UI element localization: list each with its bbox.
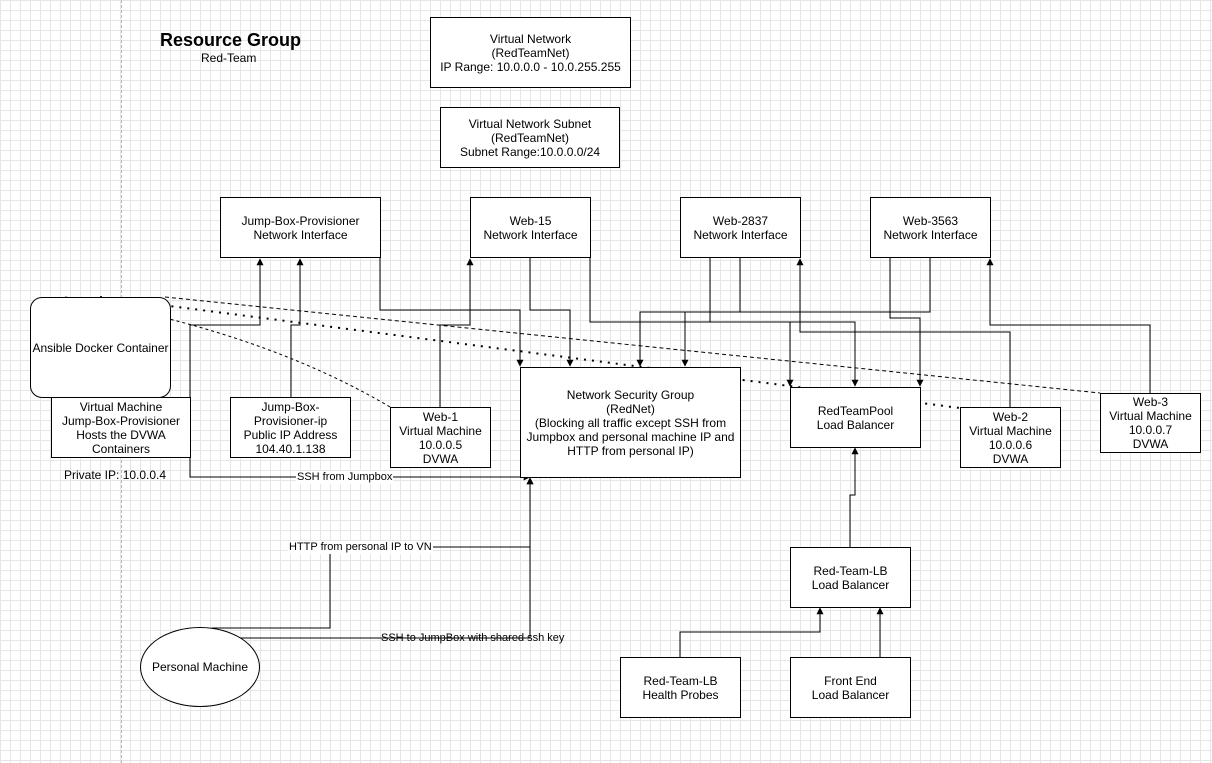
web2837-nic-box[interactable]: Web-2837 Network Interface: [680, 197, 801, 258]
web3563-nic-to-nsg-link: [681, 258, 931, 367]
ansible-to-web3-link: [164, 296, 1101, 394]
node-line: (RedNet): [606, 401, 655, 416]
page-title: Resource Group: [160, 30, 302, 50]
node-line: Network Security Group: [566, 387, 695, 402]
node-line: 104.40.1.138: [255, 441, 326, 456]
node-line: (RedTeamNet): [490, 130, 570, 145]
node-line: Red-Team-LB: [643, 673, 718, 688]
node-line: DVWA: [992, 451, 1029, 466]
web3-vm-box[interactable]: Web-3 Virtual Machine 10.0.0.7 DVWA: [1100, 393, 1201, 453]
http-personal-label: HTTP from personal IP to VN: [288, 541, 433, 554]
virtual-network-box[interactable]: Virtual Network (RedTeamNet) IP Range: 1…: [430, 17, 631, 88]
node-line: Jump-Box-: [261, 399, 320, 414]
jb-nic-to-nsg-link: [379, 258, 524, 367]
node-line: Virtual Machine: [399, 423, 482, 438]
ssh-to-jumpbox-link: [230, 477, 534, 639]
page-subtitle: Red-Team: [201, 51, 257, 65]
web2837-nic-to-pool-link: [709, 258, 794, 387]
ansible-container-box[interactable]: Ansible Docker Container: [30, 297, 171, 398]
network-security-group-box[interactable]: Network Security Group (RedNet) (Blockin…: [520, 367, 741, 478]
node-line: Front End: [824, 673, 877, 688]
node-line: DVWA: [422, 451, 459, 466]
node-line: Hosts the DVWA: [76, 427, 166, 442]
personal-machine-node[interactable]: Personal Machine: [140, 627, 260, 707]
node-line: Ansible Docker Container: [32, 340, 169, 355]
ssh-from-jumpbox-link: [189, 473, 531, 481]
web15-nic-box[interactable]: Web-15 Network Interface: [470, 197, 591, 258]
node-line: Web-15: [509, 213, 552, 228]
ssh-to-jumpbox-label: SSH to JumpBox with shared ssh key: [381, 632, 565, 644]
jump-box-vm-box[interactable]: Virtual Machine Jump-Box-Provisioner Hos…: [51, 397, 191, 458]
node-line: 10.0.0.6: [988, 437, 1033, 452]
node-line: Virtual Network: [489, 31, 572, 46]
node-line: Provisioner-ip: [253, 413, 328, 428]
health-probes-box[interactable]: Red-Team-LB Health Probes: [620, 657, 741, 718]
node-line: Load Balancer: [811, 687, 890, 702]
web1-vm-box[interactable]: Web-1 Virtual Machine 10.0.0.5 DVWA: [390, 407, 491, 468]
redteampool-lb-box[interactable]: RedTeamPool Load Balancer: [790, 387, 921, 448]
node-line: Red-Team-LB: [813, 563, 888, 578]
node-line: Web-2: [992, 409, 1029, 424]
web2-vm-box[interactable]: Web-2 Virtual Machine 10.0.0.6 DVWA: [960, 407, 1061, 468]
web3563-nic-box[interactable]: Web-3563 Network Interface: [870, 197, 991, 258]
node-line: (RedTeamNet): [491, 45, 570, 60]
web3-to-web3563-nic-link: [986, 258, 1151, 393]
node-line: Health Probes: [642, 687, 719, 702]
ssh-from-jumpbox-label: SSH from Jumpbox: [296, 471, 394, 484]
node-line: Web-3563: [902, 213, 959, 228]
node-line: Jump-Box-Provisioner: [241, 213, 360, 228]
node-line: Network Interface: [883, 227, 978, 242]
node-line: Subnet Range:10.0.0.0/24: [459, 144, 601, 159]
node-line: Web-1: [422, 409, 459, 424]
node-line: DVWA: [1132, 437, 1169, 451]
node-line: Load Balancer: [816, 417, 895, 432]
private-ip-label: Private IP: 10.0.0.4: [64, 468, 167, 482]
node-line: HTTP from personal IP): [567, 443, 694, 458]
jump-box-nic-box[interactable]: Jump-Box-Provisioner Network Interface: [220, 197, 381, 258]
node-line: Load Balancer: [811, 577, 890, 592]
lb-to-pool-link: [849, 447, 859, 547]
jump-box-public-ip-box[interactable]: Jump-Box- Provisioner-ip Public IP Addre…: [230, 397, 351, 458]
node-line: Network Interface: [693, 227, 788, 242]
node-line: Public IP Address: [243, 427, 338, 442]
node-line: Web-3: [1132, 395, 1169, 409]
ansible-to-web2-link: [99, 296, 961, 409]
node-line: IP Range: 10.0.0.0 - 10.0.255.255: [440, 59, 621, 74]
web15-nic-to-nsg-link: [529, 258, 574, 367]
node-line: Virtual Machine: [79, 399, 163, 414]
node-line: Virtual Network Subnet: [468, 116, 592, 131]
red-team-lb-box[interactable]: Red-Team-LB Load Balancer: [790, 547, 911, 608]
web1-to-web15-nic-link: [439, 258, 474, 407]
node-line: Containers: [91, 441, 151, 456]
jbip-to-jb-nic-link: [290, 258, 304, 397]
node-line: Virtual Machine: [1109, 409, 1192, 423]
virtual-network-subnet-box[interactable]: Virtual Network Subnet (RedTeamNet) Subn…: [440, 107, 620, 168]
node-line: 10.0.0.5: [418, 437, 463, 452]
node-line: Jump-Box-Provisioner: [61, 413, 181, 428]
node-line: Jumpbox and personal machine IP and: [526, 429, 735, 444]
node-line: Virtual Machine: [969, 423, 1052, 438]
node-line: (Blocking all traffic except SSH from: [534, 415, 727, 430]
node-line: Web-2837: [712, 213, 769, 228]
node-line: RedTeamPool: [817, 403, 894, 418]
node-line: Personal Machine: [151, 660, 249, 674]
front-end-lb-box[interactable]: Front End Load Balancer: [790, 657, 911, 718]
probes-to-lb-link: [679, 607, 824, 657]
web3563-nic-to-pool-link: [889, 258, 924, 387]
node-line: 10.0.0.7: [1128, 423, 1173, 437]
node-line: Network Interface: [253, 227, 348, 242]
web2-to-web2837-nic-link: [796, 258, 1011, 407]
node-line: Network Interface: [483, 227, 578, 242]
